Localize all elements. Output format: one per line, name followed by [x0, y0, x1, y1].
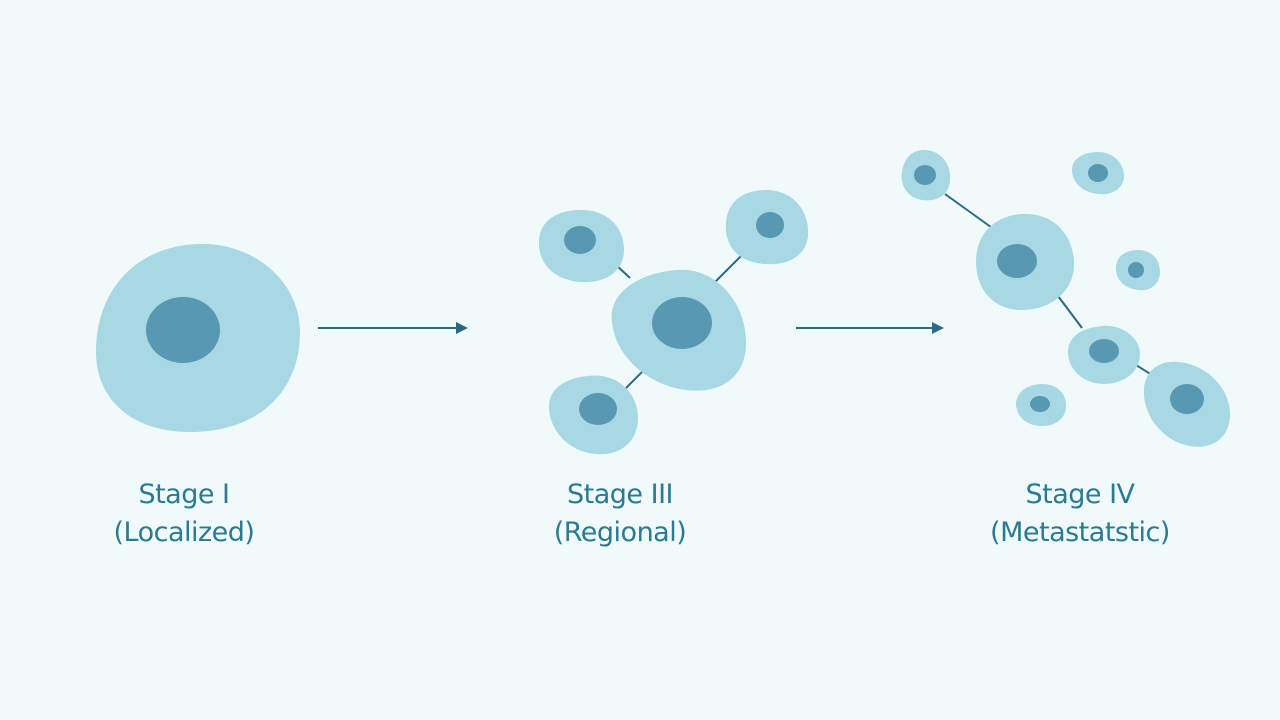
stage-1-title: Stage I — [138, 479, 230, 510]
stage-3-subtitle: (Regional) — [553, 517, 687, 548]
stage-4-metastatic-nucleus — [914, 165, 936, 185]
stage-4-primary-nucleus — [997, 244, 1037, 278]
stage-3-cell-group — [538, 190, 809, 455]
stage-3-satellite-nucleus — [756, 212, 784, 238]
stage-1-label: Stage I (Localized) — [34, 476, 334, 552]
stage-3-title: Stage III — [567, 479, 674, 510]
stage-4-label: Stage IV (Metastatstic) — [930, 476, 1230, 552]
stage-1-subtitle: (Localized) — [113, 517, 255, 548]
stage-4-metastatic-nucleus — [1170, 384, 1204, 414]
stage-4-subtitle: (Metastatstic) — [990, 517, 1170, 548]
stage-4-connector — [1054, 291, 1083, 329]
stage-3-satellite-nucleus — [579, 393, 617, 425]
stage-3-primary-nucleus — [652, 297, 712, 349]
stage-4-metastatic-nucleus — [1030, 396, 1050, 412]
stage-3-satellite-nucleus — [564, 226, 596, 254]
stage-4-metastatic-nucleus — [1128, 262, 1144, 278]
stage-1-cell-group — [96, 243, 300, 432]
stage-4-metastatic-nucleus — [1089, 339, 1119, 363]
stage-1-primary-nucleus — [146, 297, 220, 363]
stage-4-cell-group — [901, 150, 1230, 447]
stage-3-connector — [714, 253, 744, 283]
stage-3-label: Stage III (Regional) — [470, 476, 770, 552]
stage-4-metastatic-nucleus — [1088, 164, 1108, 182]
stage-4-title: Stage IV — [1025, 479, 1135, 510]
stage-4-connector — [944, 193, 996, 231]
